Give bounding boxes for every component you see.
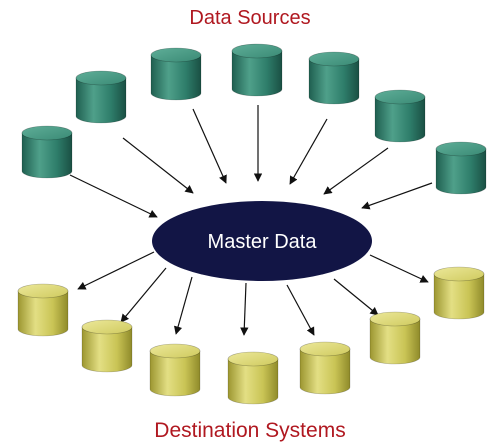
master-to-destination-arrow — [369, 254, 429, 283]
destination-system-cylinder — [299, 341, 351, 395]
data-source-cylinder — [435, 141, 487, 195]
data-source-cylinder — [231, 43, 283, 97]
source-to-master-arrow — [192, 108, 227, 184]
master-data-ellipse — [152, 201, 372, 281]
destination-system-cylinder — [227, 351, 279, 405]
data-source-cylinder — [308, 51, 360, 105]
source-to-master-arrow — [289, 118, 328, 185]
data-source-cylinder — [21, 125, 73, 179]
source-to-master-arrow — [361, 182, 433, 210]
data-source-cylinder — [150, 47, 202, 101]
master-to-destination-arrow — [173, 276, 193, 335]
source-to-master-arrow — [122, 137, 194, 194]
data-source-cylinder — [374, 89, 426, 143]
destination-systems-heading: Destination Systems — [154, 419, 346, 442]
master-data-label: Master Data — [208, 231, 318, 253]
data-sources-heading: Data Sources — [189, 7, 311, 29]
destination-system-group — [17, 266, 485, 405]
master-to-destination-arrow — [240, 282, 249, 336]
master-to-destination-arrow — [120, 267, 167, 323]
arrow-group — [69, 105, 433, 336]
data-source-cylinder — [75, 70, 127, 124]
master-to-destination-arrow — [286, 284, 315, 336]
master-to-destination-arrow — [333, 278, 379, 316]
destination-system-cylinder — [17, 283, 69, 337]
source-to-master-arrow — [323, 147, 389, 195]
master-data-hub: Master Data — [152, 201, 372, 281]
destination-system-cylinder — [149, 343, 201, 397]
data-source-group — [21, 43, 487, 195]
destination-system-cylinder — [81, 319, 133, 373]
destination-system-cylinder — [433, 266, 485, 320]
destination-system-cylinder — [369, 311, 421, 365]
source-to-master-arrow — [69, 174, 158, 218]
master-to-destination-arrow — [77, 251, 155, 290]
